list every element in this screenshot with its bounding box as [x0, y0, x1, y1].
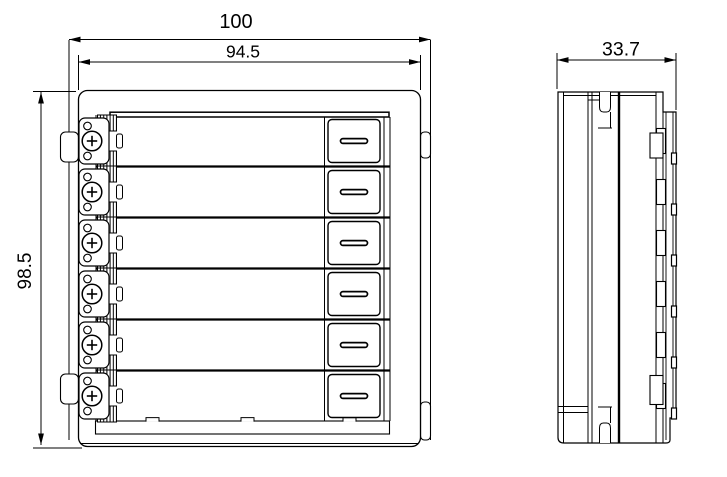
side-view	[557, 91, 678, 444]
call-button	[327, 169, 381, 215]
arrowhead	[78, 59, 90, 65]
dimension-label-inner-width: 94.5	[226, 42, 260, 62]
arrowhead	[557, 57, 569, 63]
latch-tab-right-top	[419, 131, 432, 159]
dimension-label-depth: 33.7	[602, 39, 640, 61]
bottom-rail-notches	[145, 417, 357, 422]
dimension-inner-width: 94.5	[78, 42, 421, 90]
top-clip-detail	[588, 92, 612, 129]
call-button	[327, 322, 381, 368]
bottom-clip-detail	[598, 406, 612, 443]
dimension-depth: 33.7	[556, 39, 677, 110]
call-button	[327, 220, 381, 266]
dimension-overall-width: 100	[69, 11, 431, 43]
arrowhead	[419, 36, 431, 43]
arrowhead	[38, 92, 44, 104]
dimension-annotations: 100 94.5 98.5 33.7	[15, 11, 677, 449]
arrowhead	[664, 57, 676, 63]
dimension-label-overall-height: 98.5	[15, 253, 36, 290]
arrowhead	[409, 59, 421, 65]
module-top-rail	[109, 111, 390, 118]
dimension-overall-height: 98.5	[15, 91, 82, 449]
side-latch-tab-top	[649, 132, 664, 159]
row-dividers	[96, 165, 390, 372]
side-latch-tab-bottom	[649, 374, 664, 406]
call-button	[327, 271, 381, 317]
latch-tab-right-bottom	[419, 401, 432, 441]
arrowhead	[38, 433, 44, 445]
latch-tab-left-bottom	[59, 373, 80, 405]
front-view	[59, 40, 432, 448]
latch-tab-left-top	[59, 131, 80, 163]
call-button	[327, 118, 381, 164]
arrowhead	[69, 36, 81, 43]
module-bottom-rail	[94, 420, 391, 435]
dimension-label-overall-width: 100	[219, 11, 252, 33]
call-button	[327, 373, 381, 419]
